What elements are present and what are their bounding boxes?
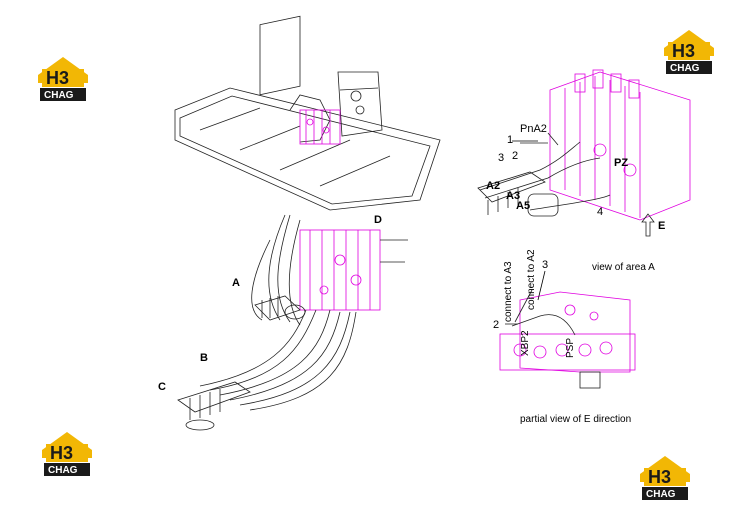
- svg-text:CHAG: CHAG: [670, 63, 700, 74]
- svg-text:H3: H3: [648, 467, 671, 487]
- label-b: B: [200, 352, 208, 364]
- caption-partial-view: partial view of E direction: [520, 414, 632, 425]
- label-4: 4: [597, 206, 604, 218]
- svg-text:H3: H3: [50, 443, 73, 463]
- label-2: 2: [512, 150, 519, 162]
- chassis-frame: [174, 15, 441, 211]
- label-xbp2: XBP2: [520, 330, 531, 356]
- caption-view-area-a: view of area A: [592, 262, 655, 273]
- label-connect-a2: connect to A2: [526, 249, 537, 310]
- label-a: A: [232, 277, 240, 289]
- svg-text:H3: H3: [46, 68, 69, 88]
- label-3b: 3: [542, 259, 549, 271]
- h3-chag-logo-bottom-left: H3 CHAG: [42, 432, 92, 476]
- control-block-c: [177, 381, 251, 431]
- h3-chag-logo-top-left: H3 CHAG: [38, 57, 88, 101]
- label-pna2: PnA2: [520, 123, 547, 135]
- area-a-valve: [549, 69, 691, 221]
- svg-text:CHAG: CHAG: [44, 90, 74, 101]
- svg-text:CHAG: CHAG: [48, 465, 78, 476]
- svg-text:H3: H3: [672, 41, 695, 61]
- label-c: C: [158, 381, 166, 393]
- label-connect-a3: connect to A3: [503, 261, 514, 322]
- e-direction-arrow: [641, 213, 655, 237]
- main-valve-assembly: [299, 229, 381, 311]
- e-direction-body: [505, 289, 601, 389]
- frame-valve-block: [299, 109, 341, 145]
- label-a3: A3: [506, 190, 521, 202]
- e-direction-valve: [499, 291, 636, 373]
- h3-chag-logo-bottom-right: H3 CHAG: [640, 456, 690, 500]
- svg-text:CHAG: CHAG: [646, 489, 676, 500]
- label-a2: A2: [486, 180, 501, 192]
- h3-chag-logo-top-right: H3 CHAG: [664, 30, 714, 74]
- label-pz: PZ: [614, 157, 629, 169]
- label-psp: PSP: [565, 337, 576, 358]
- label-e: E: [658, 220, 666, 232]
- hose-bundle: [199, 214, 408, 411]
- label-d: D: [374, 214, 382, 226]
- label-2b: 2: [493, 319, 500, 331]
- label-3: 3: [498, 152, 505, 164]
- label-a5: A5: [516, 200, 531, 212]
- label-1: 1: [507, 134, 514, 146]
- area-a-hoses: [477, 132, 611, 217]
- control-block-a: [254, 295, 306, 321]
